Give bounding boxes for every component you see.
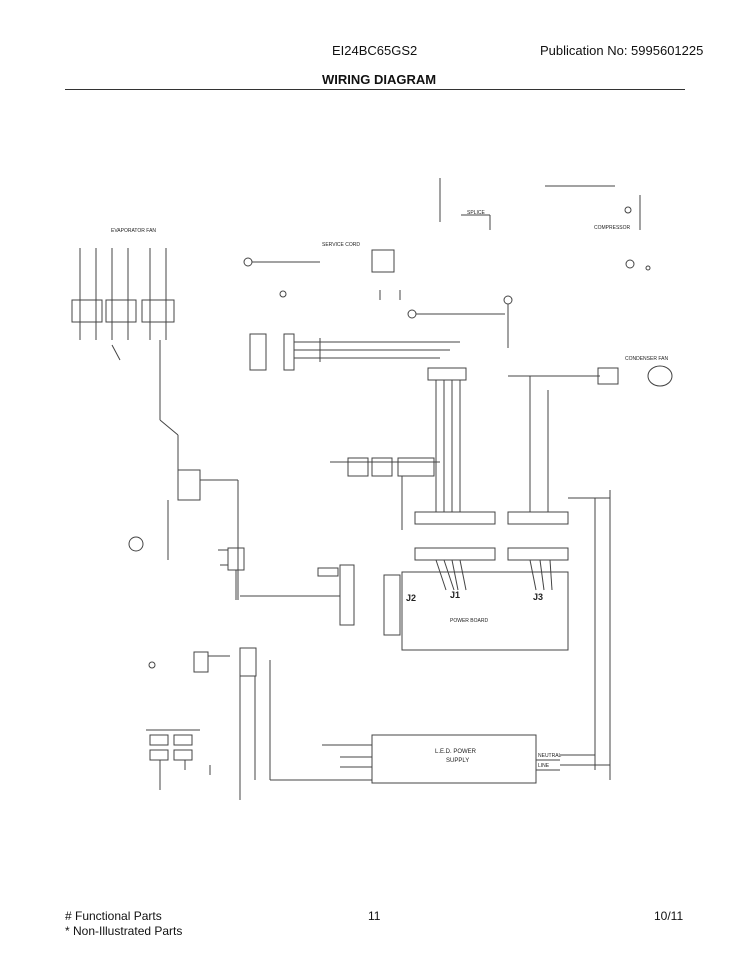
led-supply-label-1: L.E.D. POWER bbox=[435, 749, 477, 755]
functional-parts-note: # Functional Parts bbox=[65, 909, 162, 923]
diagram-title: WIRING DIAGRAM bbox=[322, 72, 437, 87]
j2-label: J2 bbox=[406, 593, 416, 603]
splice-label: SPLICE bbox=[467, 210, 485, 216]
evaporator-fan-label: EVAPORATOR FAN bbox=[111, 228, 156, 234]
model-number: EI24BC65GS2 bbox=[332, 43, 418, 58]
page-number: 11 bbox=[368, 909, 381, 923]
j3-label: J3 bbox=[533, 592, 543, 602]
service-cord-label: SERVICE CORD bbox=[322, 242, 360, 248]
neutral-label: NEUTRAL bbox=[538, 753, 562, 759]
non-illustrated-note: * Non-Illustrated Parts bbox=[65, 924, 183, 938]
header-rule bbox=[65, 89, 685, 90]
line-label: LINE bbox=[538, 763, 550, 769]
led-supply-label-2: SUPPLY bbox=[446, 758, 469, 764]
condenser-fan-label: CONDENSER FAN bbox=[625, 356, 668, 362]
power-board-label: POWER BOARD bbox=[450, 618, 488, 624]
compressor-label: COMPRESSOR bbox=[594, 225, 631, 231]
j1-label: J1 bbox=[450, 590, 460, 600]
revision-date: 10/11 bbox=[654, 909, 684, 923]
publication-number: Publication No: 5995601225 bbox=[540, 43, 704, 58]
